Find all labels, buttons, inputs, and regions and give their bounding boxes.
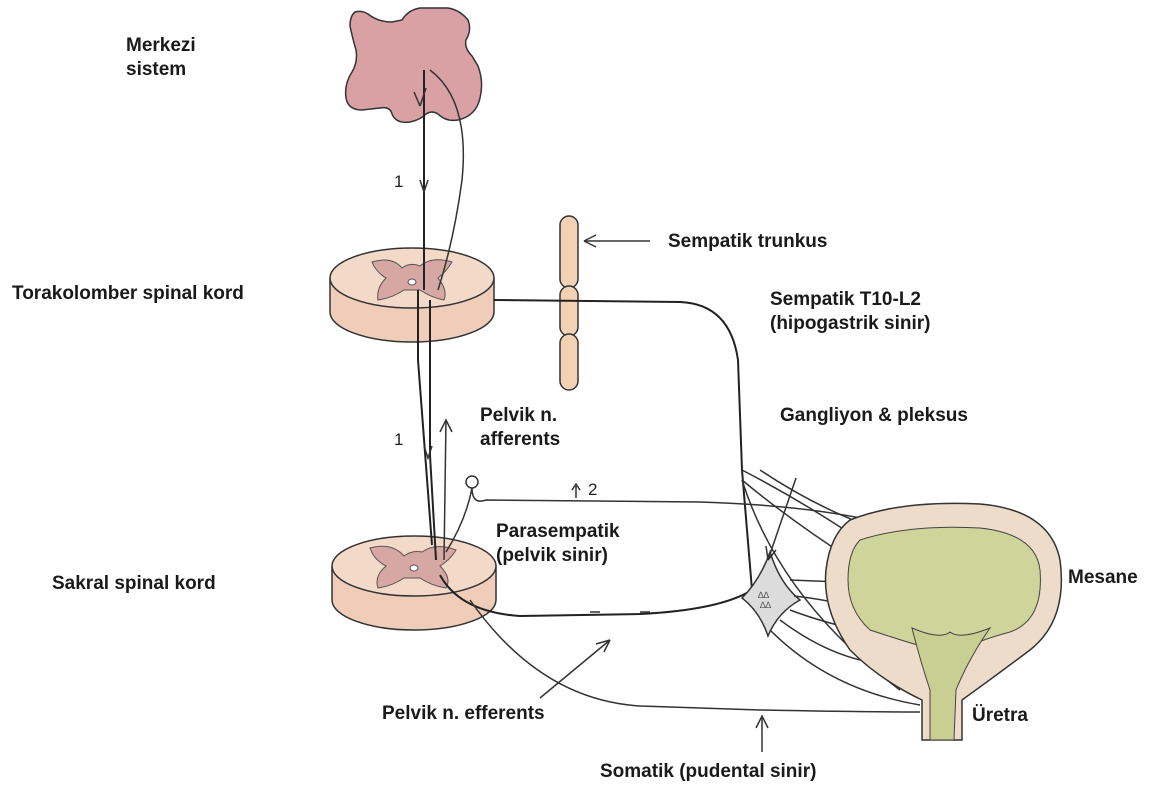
afferent-loop [472, 488, 870, 520]
somatic-label: Somatik (pudental sinir) [600, 760, 816, 784]
urethra-label: Üretra [972, 704, 1028, 728]
sympathetic-trunk [560, 216, 578, 390]
parasympathetic-label-line2: (pelvik sinir) [496, 544, 620, 568]
pelvic-afferents-label: Pelvik n. afferents [480, 404, 560, 452]
sympathetic-nerve-label-line1: Sempatik T10-L2 [770, 288, 930, 312]
parasympathetic-label-line1: Parasempatik [496, 520, 620, 544]
brain-label-line2: sistem [126, 58, 196, 82]
parasympathetic-label: Parasempatik (pelvik sinir) [496, 520, 620, 568]
pelvic-afferents-label-line1: Pelvik n. [480, 404, 560, 428]
bladder-lumen [848, 527, 1040, 650]
brain-label: Merkezi sistem [126, 34, 196, 82]
sympathetic-nerve-label-line2: (hipogastrik sinir) [770, 312, 930, 336]
pelvic-efferents-label: Pelvik n. efferents [382, 702, 545, 726]
afferent-ending [466, 476, 478, 488]
ganglion-cells: ∆∆ [758, 590, 770, 600]
thoracolumbar-label: Torakolomber spinal kord [12, 282, 244, 306]
ganglion-label: Gangliyon & pleksus [780, 404, 968, 428]
thoracolumbar-cord [330, 248, 494, 342]
pelvic-afferents-label-line2: afferents [480, 428, 560, 452]
ganglion-cells-2: ∆∆ [760, 600, 772, 610]
bladder-label: Mesane [1068, 566, 1138, 590]
sympathetic-trunk-label: Sempatik trunkus [668, 230, 827, 254]
pelvic-efferents-arrow [540, 640, 610, 698]
sympathetic-nerve-label: Sempatik T10-L2 (hipogastrik sinir) [770, 288, 930, 336]
marker-one-upper: 1 [394, 172, 403, 192]
marker-one-lower: 1 [394, 430, 403, 450]
somatic-arrow [756, 716, 768, 752]
sacral-label: Sakral spinal kord [52, 572, 216, 596]
brain-label-line1: Merkezi [126, 34, 196, 58]
marker-two: 2 [588, 480, 597, 500]
brain-shape [346, 8, 482, 122]
sacral-cord [332, 536, 496, 630]
